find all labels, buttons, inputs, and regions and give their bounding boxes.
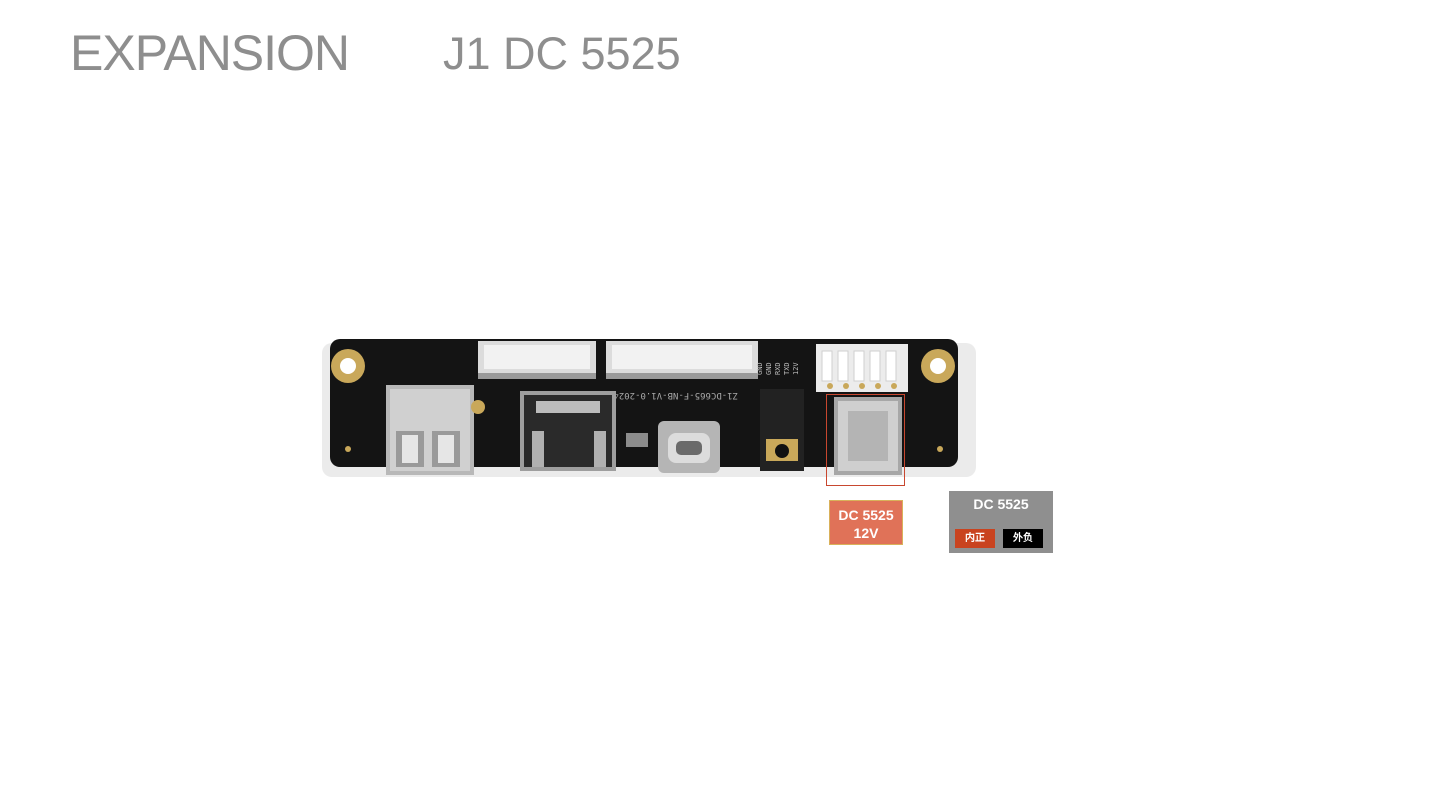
pcb-illustration: GND GND RXD TXD 12V Z1-DC665-F-NB-V1.0-2… xyxy=(322,339,976,477)
dc-jack-callout: DC 5525 12V xyxy=(829,500,903,545)
board-silkscreen: Z1-DC665-F-NB-V1.0-20240118 xyxy=(592,390,738,400)
legend-title: DC 5525 xyxy=(973,496,1029,512)
switch-component xyxy=(626,433,648,447)
section-title: EXPANSION xyxy=(70,25,350,81)
pin-label: RXD xyxy=(774,362,782,375)
pin-label: TXD xyxy=(783,362,791,375)
pin-label: GND xyxy=(765,362,773,375)
connector-title: J1 DC 5525 xyxy=(443,28,681,79)
pin-label: 12V xyxy=(792,362,800,375)
callout-line-1: DC 5525 xyxy=(838,507,894,523)
legend-inner-positive: 内正 xyxy=(955,529,995,548)
callout-line-2: 12V xyxy=(853,525,879,541)
polarity-legend: DC 5525 内正 外负 xyxy=(949,491,1053,553)
legend-outer-negative: 外负 xyxy=(1003,529,1043,548)
expansion-board-image: GND GND RXD TXD 12V Z1-DC665-F-NB-V1.0-2… xyxy=(318,335,978,481)
dc-jack-highlight xyxy=(826,394,905,486)
pin-label: GND xyxy=(756,362,764,375)
